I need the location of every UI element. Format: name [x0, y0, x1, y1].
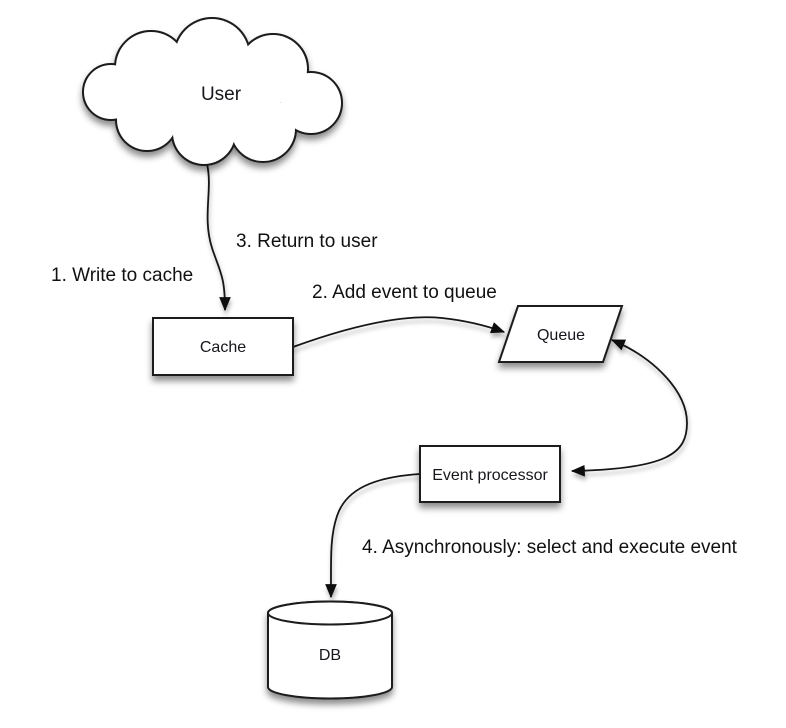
- edge-label-async-execute: 4. Asynchronously: select and execute ev…: [362, 537, 738, 558]
- edge-labels-layer: 1. Write to cache 3. Return to user 2. A…: [51, 231, 738, 558]
- db-cylinder-top: [267, 600, 393, 626]
- queue-node-label: Queue: [537, 327, 585, 344]
- cache-node-label: Cache: [200, 339, 246, 356]
- cache-rectangle: [152, 317, 294, 376]
- node-db: DB: [267, 600, 393, 700]
- edge-user-to-cache: [206, 163, 231, 312]
- node-event-processor: Event processor: [419, 445, 561, 503]
- edges-layer: [206, 163, 688, 599]
- edge-event-processor-to-db: [325, 473, 421, 599]
- edge-label-write-to-cache: 1. Write to cache: [51, 265, 193, 286]
- edge-label-add-event-to-queue: 2. Add event to queue: [312, 282, 497, 303]
- db-node-label: DB: [319, 647, 341, 664]
- user-node-label: User: [201, 84, 242, 105]
- event-processor-node-label: Event processor: [432, 467, 548, 484]
- edge-label-return-to-user: 3. Return to user: [236, 231, 378, 252]
- queue-parallelogram: [497, 305, 624, 363]
- node-queue: Queue: [497, 305, 624, 363]
- event-processor-rectangle: [419, 445, 561, 503]
- edge-cache-to-queue: [292, 316, 506, 348]
- cloud-shape: [82, 17, 343, 166]
- node-cache: Cache: [152, 317, 294, 376]
- node-user: User: [82, 17, 343, 166]
- edge-queue-event-processor-double-arrow: [570, 339, 688, 477]
